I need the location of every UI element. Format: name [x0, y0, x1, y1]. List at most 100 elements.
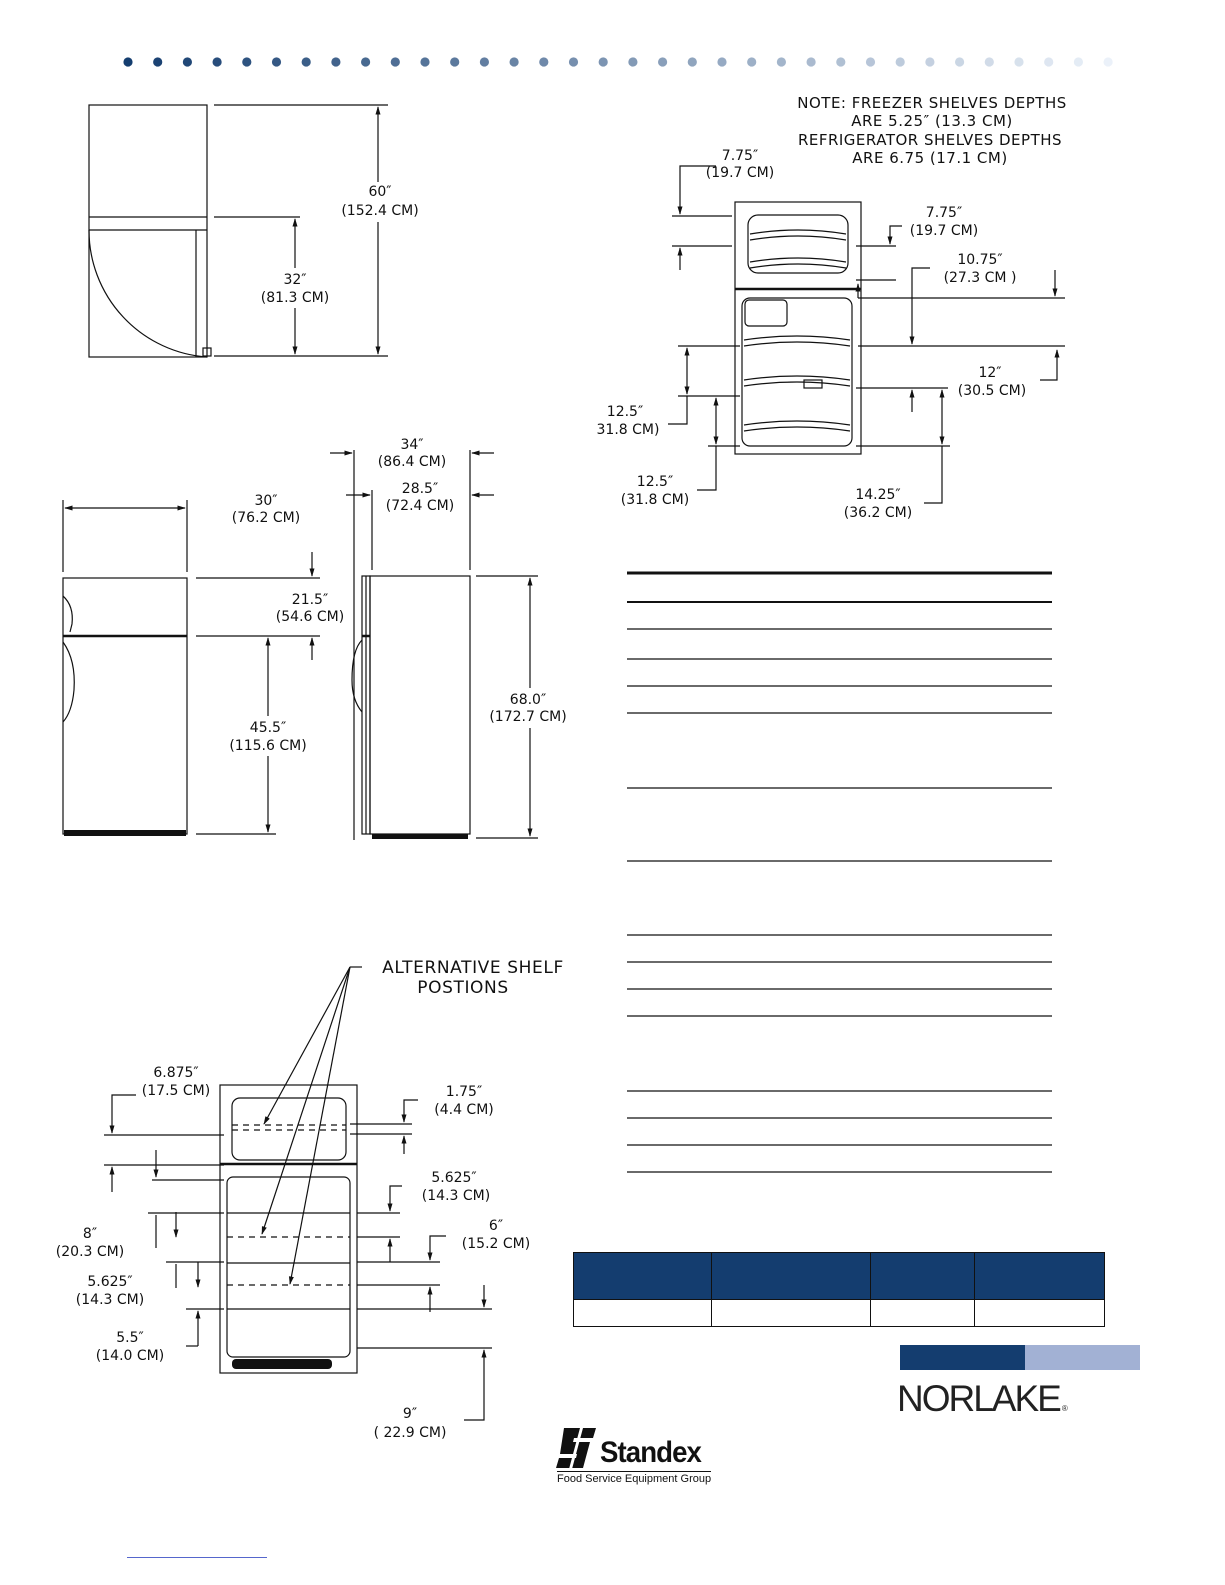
side-view-diagram: 60″ (152.4 CM) 32″ (81.3 CM): [88, 104, 428, 358]
dim-1-75-cm: (4.4 CM): [434, 1102, 494, 1118]
header-dot: [242, 57, 252, 67]
dim-5-625-lower-in: 5.625″: [87, 1274, 132, 1290]
spec-table-header-cell: [573, 1252, 712, 1300]
header-dot: [212, 57, 222, 67]
norlake-wordmark: NORLAKE: [897, 1378, 1062, 1419]
header-dot: [450, 57, 460, 67]
dim-1-75-in: 1.75″: [446, 1084, 482, 1100]
header-dot: [687, 57, 697, 67]
dim-45-5-in: 45.5″: [250, 720, 286, 736]
header-dot: [598, 57, 608, 67]
note-line-3: REFRIGERATOR SHELVES DEPTHS: [798, 131, 1062, 149]
header-dot-row: [123, 57, 1113, 67]
front-view-diagram: 30″ (76.2 CM) 21.5″ (54.6 CM) 45.5″ (115…: [62, 493, 344, 836]
dim-10-75-cm: (27.3 CM ): [944, 270, 1017, 286]
standex-logo-mark: [556, 1428, 596, 1468]
header-dot: [1103, 57, 1113, 67]
spec-rule-lines: [627, 571, 1052, 1173]
header-dot: [865, 57, 876, 67]
dim-30-cm: (76.2 CM): [232, 510, 300, 526]
header-dot: [331, 57, 341, 67]
dim-8-cm: (20.3 CM): [56, 1244, 124, 1260]
header-dot: [1014, 57, 1024, 67]
header-dot: [628, 57, 638, 67]
header-dot: [776, 57, 787, 67]
dim-30-in: 30″: [254, 493, 277, 509]
dim-34-in: 34″: [400, 437, 423, 453]
dim-10-75-in: 10.75″: [957, 252, 1002, 268]
dim-45-5-cm: (115.6 CM): [229, 738, 306, 754]
header-dot: [420, 57, 430, 67]
header-dot: [984, 57, 994, 67]
brand-color-bar: [900, 1345, 1140, 1370]
header-dot: [955, 57, 965, 67]
standex-subtitle: Food Service Equipment Group: [557, 1471, 712, 1485]
header-dot: [271, 57, 282, 67]
brand-bar-light: [1025, 1345, 1140, 1370]
interior-shelf-diagram: ALTERNATIVE SHELF POSTIONS: [56, 958, 564, 1441]
callout-line-2: POSTIONS: [417, 978, 509, 998]
header-dot: [1073, 57, 1083, 67]
spec-table-cell: [974, 1299, 1105, 1327]
dim-21-5-cm: (54.6 CM): [276, 609, 344, 625]
shelf-depth-note: NOTE: FREEZER SHELVES DEPTHS ARE 5.25″ (…: [797, 94, 1067, 167]
header-dot: [568, 57, 579, 67]
dim-68-cm: (172.7 CM): [489, 709, 566, 725]
header-dot: [123, 57, 133, 67]
dim-8-in: 8″: [83, 1226, 97, 1242]
header-dot: [925, 57, 935, 67]
standex-name-text: Standex: [600, 1436, 702, 1469]
spec-table-row: [573, 1299, 1105, 1327]
note-line-2: ARE 5.25″ (13.3 CM): [851, 112, 1013, 130]
header-dot: [658, 57, 668, 67]
dim-68-in: 68.0″: [510, 692, 546, 708]
callout-line-1: ALTERNATIVE SHELF: [382, 958, 564, 978]
door-shelf-diagram: 7.75″ (19.7 CM) 7.75″ (19.7 CM) 10.75″ (…: [597, 148, 1065, 521]
brand-bar-dark: [900, 1345, 1025, 1370]
dim-60-cm: (152.4 CM): [341, 203, 418, 219]
spec-table-header-cell: [870, 1252, 976, 1300]
spec-table-cell: [870, 1299, 976, 1327]
note-line-4: ARE 6.75 (17.1 CM): [852, 149, 1007, 167]
dim-14-25-in: 14.25″: [855, 487, 900, 503]
dim-9-cm: ( 22.9 CM): [374, 1425, 447, 1441]
spec-table-cell: [573, 1299, 712, 1327]
dim-12-cm: (30.5 CM): [958, 383, 1026, 399]
dim-32-cm: (81.3 CM): [261, 290, 329, 306]
header-dot: [182, 57, 192, 67]
dim-9-in: 9″: [403, 1406, 417, 1422]
dim-7-75-freezer-cm: (19.7 CM): [910, 223, 978, 239]
side-profile-diagram: 34″ (86.4 CM) 28.5″ (72.4 CM) 68.0″ (172…: [330, 437, 574, 840]
dim-32-in: 32″: [283, 272, 306, 288]
dim-34-cm: (86.4 CM): [378, 454, 446, 470]
header-dot: [895, 57, 905, 67]
dim-5-625-upper-cm: (14.3 CM): [422, 1188, 490, 1204]
spec-table-header-cell: [974, 1252, 1105, 1300]
dim-12-5a-cm: 31.8 CM): [597, 422, 660, 438]
header-dot: [390, 57, 400, 67]
dim-5-5-cm: (14.0 CM): [96, 1348, 164, 1364]
header-dot: [301, 57, 311, 67]
header-dot: [747, 57, 757, 67]
dim-7-75-top-cm: (19.7 CM): [706, 165, 774, 181]
dim-12-5b-cm: (31.8 CM): [621, 492, 689, 508]
note-line-1: NOTE: FREEZER SHELVES DEPTHS: [797, 94, 1067, 112]
dim-12-in: 12″: [978, 365, 1001, 381]
header-dot: [1044, 57, 1054, 67]
dim-60-in: 60″: [368, 184, 391, 200]
header-dot: [806, 57, 816, 67]
header-dot: [479, 57, 489, 67]
dim-28-5-cm: (72.4 CM): [386, 498, 454, 514]
footer-link-underline[interactable]: [127, 1557, 267, 1558]
header-dot: [717, 57, 727, 67]
header-dot: [361, 57, 371, 67]
norlake-logo: NORLAKE®: [897, 1378, 1068, 1420]
header-dot: [539, 57, 549, 67]
standex-wordmark: Standex: [600, 1436, 702, 1470]
dim-28-5-in: 28.5″: [402, 481, 438, 497]
dim-6-875-in: 6.875″: [153, 1065, 198, 1081]
header-dot: [836, 57, 846, 67]
spec-table-header-row: [573, 1252, 1105, 1300]
header-dot: [153, 57, 163, 67]
